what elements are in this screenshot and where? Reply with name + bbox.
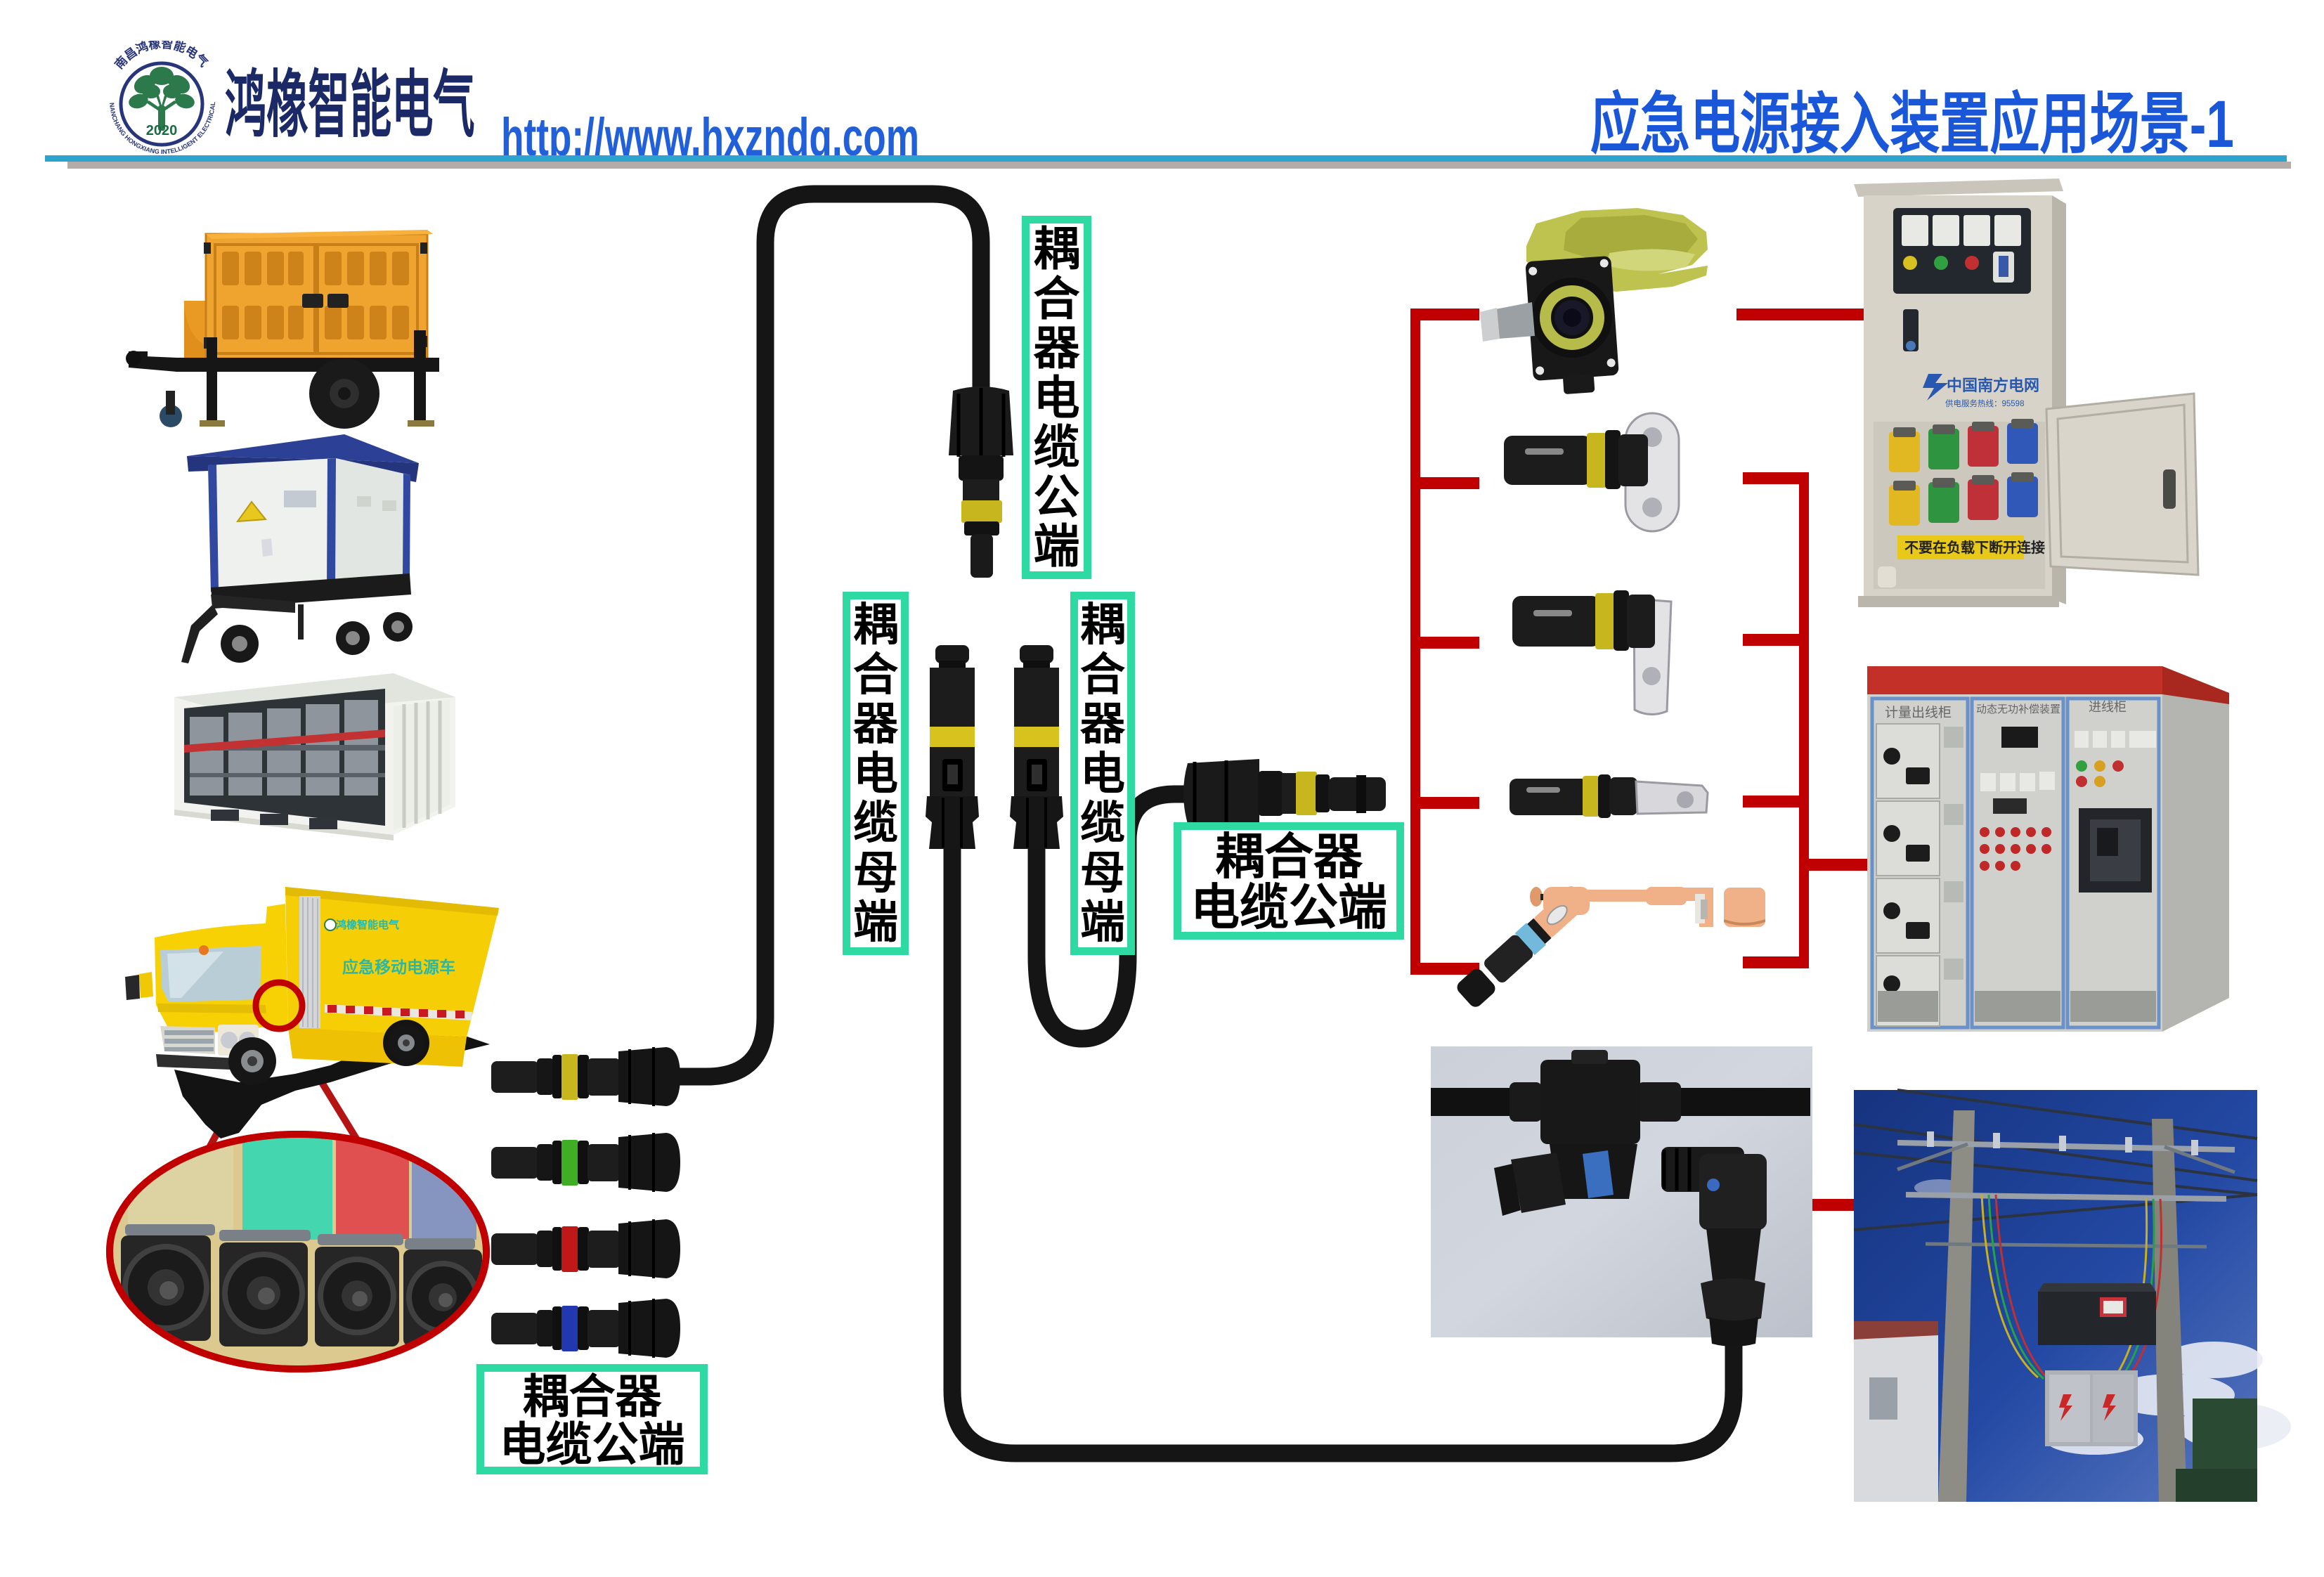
svg-text:2020: 2020: [146, 123, 178, 138]
svg-text:中国南方电网: 中国南方电网: [1947, 377, 2039, 394]
svg-text:动态无功补偿装置: 动态无功补偿装置: [1976, 703, 2060, 715]
svg-text:计量出线柜: 计量出线柜: [1885, 705, 1952, 720]
svg-text:供电服务热线：95598: 供电服务热线：95598: [1945, 398, 2024, 408]
svg-text:不要在负载下断开连接: 不要在负载下断开连接: [1904, 539, 2045, 556]
svg-text:应急移动电源车: 应急移动电源车: [342, 958, 455, 976]
svg-text:鸿橡智能电气: 鸿橡智能电气: [336, 919, 399, 931]
svg-text:进线柜: 进线柜: [2089, 700, 2127, 714]
